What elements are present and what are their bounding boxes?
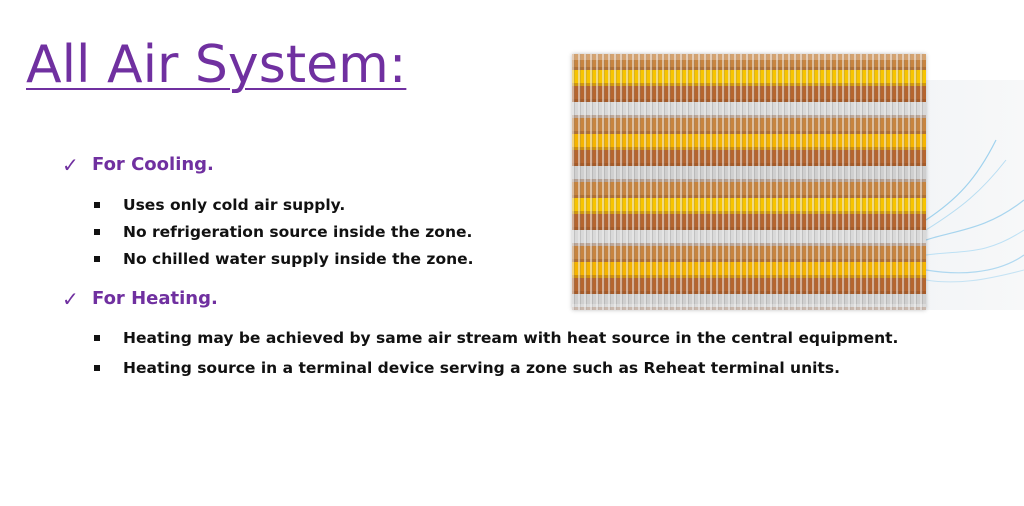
list-item: No refrigeration source inside the zone.	[92, 221, 474, 243]
section-cooling: ✓ For Cooling.	[62, 152, 214, 178]
square-bullet-icon	[94, 202, 100, 208]
bullet-text: Heating source in a terminal device serv…	[123, 359, 840, 377]
square-bullet-icon	[94, 229, 100, 235]
check-icon: ✓	[62, 287, 79, 311]
bullet-text: No refrigeration source inside the zone.	[123, 223, 473, 241]
bullet-text: Heating may be achieved by same air stre…	[123, 329, 899, 347]
list-item: Heating may be achieved by same air stre…	[92, 327, 902, 349]
list-item: Heating source in a terminal device serv…	[92, 357, 902, 379]
bullet-text: Uses only cold air supply.	[123, 196, 346, 214]
cooling-bullet-list: Uses only cold air supply. No refrigerat…	[92, 194, 474, 275]
bullet-text: No chilled water supply inside the zone.	[123, 250, 474, 268]
square-bullet-icon	[94, 365, 100, 371]
list-item: Uses only cold air supply.	[92, 194, 474, 216]
section-heading: For Heating.	[92, 288, 218, 309]
section-heating: ✓ For Heating.	[62, 286, 218, 312]
check-icon: ✓	[62, 153, 79, 177]
list-item: No chilled water supply inside the zone.	[92, 248, 474, 270]
airflow-swirl-icon	[926, 80, 1024, 310]
section-heading: For Cooling.	[92, 154, 214, 175]
heating-bullet-list: Heating may be achieved by same air stre…	[92, 327, 902, 387]
square-bullet-icon	[94, 335, 100, 341]
slide-title: All Air System:	[26, 35, 407, 95]
heating-coil-image	[572, 54, 926, 310]
square-bullet-icon	[94, 256, 100, 262]
